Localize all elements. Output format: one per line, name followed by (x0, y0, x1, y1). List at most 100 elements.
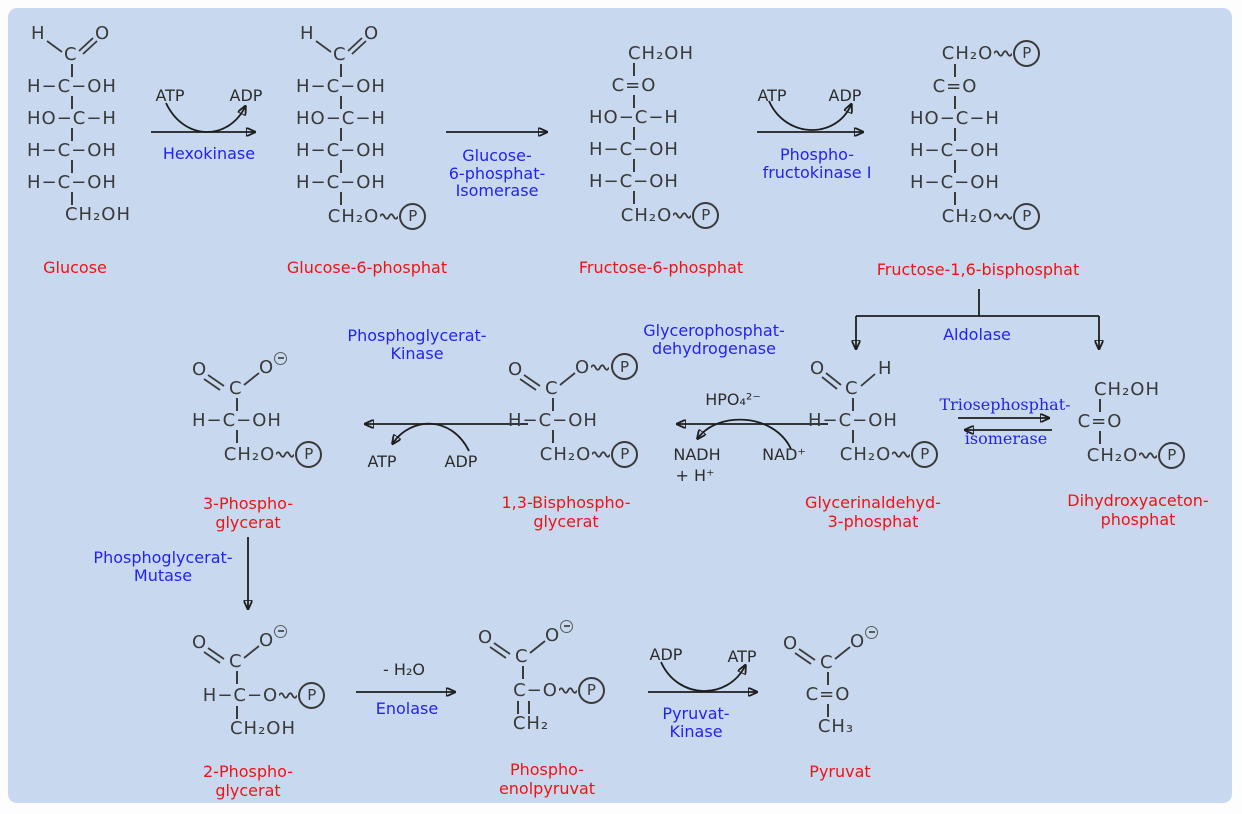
atom-h: H (878, 358, 892, 379)
enzyme-phosphoglycerat-mutase: Phosphoglycerat- Mutase (43, 549, 283, 584)
tail-group: CH₂O (941, 205, 994, 227)
atom-o: O (850, 631, 865, 652)
wavy-bond-icon (592, 450, 611, 458)
label-glucose: Glucose (43, 258, 107, 277)
phosphate-icon: P (298, 681, 326, 709)
enzyme-triosephosphat-isomerase-line1: Triosephosphat- (939, 395, 1071, 414)
atom-o: O (259, 630, 274, 651)
bond (954, 192, 956, 205)
bond (633, 191, 635, 204)
tail-group: CH₂O (327, 205, 380, 227)
wavy-bond-icon (892, 450, 911, 458)
enzyme-glucose-6-phosphat-isomerase: Glucose- 6-phosphat- Isomerase (377, 147, 617, 200)
tail-group: CH₂O (539, 443, 592, 465)
enzyme-phosphofructokinase: Phospho- fructokinase I (697, 146, 937, 181)
phosphate-icon: P (911, 440, 939, 468)
enzyme-line: Pyruvat- (662, 704, 730, 723)
phosphate-icon: P (611, 353, 638, 380)
tail-group: CH₂O (839, 443, 892, 465)
bond (633, 127, 635, 140)
bond (633, 95, 635, 108)
enzyme-line: dehydrogenase (652, 338, 776, 358)
bond (340, 64, 342, 77)
minus-charge-icon (274, 625, 287, 638)
enzyme-phosphoglycerat-kinase: Phosphoglycerat- Kinase (297, 327, 537, 362)
tail-group: CH₂O (620, 204, 673, 226)
cofactor-adp: ADP (229, 86, 263, 105)
bond (236, 671, 238, 684)
wavy-bond-icon (994, 49, 1013, 57)
phosphate-tail: CH₂O P (539, 440, 639, 468)
label-line: 1,3-Bisphospho- (501, 493, 631, 512)
label-line: Dihydroxyaceton- (1067, 491, 1209, 510)
atom-o: O (364, 23, 379, 44)
enzyme-line: Glucose- (462, 146, 532, 165)
carbon-row: H−C−OH (296, 76, 386, 97)
carboxylate-group: O C O (763, 626, 893, 672)
bond (552, 430, 554, 443)
atom-o: O (478, 627, 493, 648)
bond (827, 672, 829, 685)
wavy-bond-icon (380, 212, 399, 220)
label-line: enolpyruvat (498, 778, 596, 798)
carbon-row: H−C−OH (296, 172, 386, 193)
label-pyruvat: Pyruvat (809, 762, 871, 781)
enzyme-pyruvat-kinase: Pyruvat- Kinase (576, 705, 816, 740)
atom-h: H (300, 23, 314, 44)
bond (340, 192, 342, 205)
atom-c: C (820, 652, 833, 673)
atom-o: O (95, 23, 110, 44)
atom-c: C (229, 378, 242, 399)
enzyme-line: Mutase (133, 565, 193, 585)
wavy-bond-icon (994, 212, 1013, 220)
atom-o: O (810, 358, 825, 379)
cofactor-phosphate: HPO₄²⁻ (705, 390, 761, 409)
phosphate-icon: P (1013, 39, 1041, 67)
carbon-row: H−C−OH (589, 171, 679, 192)
atom-o: O (783, 633, 798, 654)
bond (71, 128, 73, 141)
cofactor-atp: ATP (727, 647, 757, 666)
enzyme-line: Kinase (390, 343, 444, 363)
bond (827, 704, 829, 717)
enzyme-enolase: Enolase (375, 699, 439, 718)
phosphate-mid-row: C−O P (513, 676, 605, 704)
atom-c: C (64, 44, 77, 65)
carbon-row: H−C−OH (508, 410, 598, 431)
bond (340, 160, 342, 173)
aldehyde-group: H C O (7, 24, 137, 64)
phosphate-top: CH₂O P (942, 39, 1041, 67)
cofactor-atp: ATP (367, 452, 397, 471)
carboxylate-group: O C O (172, 352, 302, 398)
molecule-glucose-6-phosphat: H C O H−C−OH HO−C−H H−C−OH H−C−OH CH₂O P (276, 23, 427, 230)
bond (71, 160, 73, 173)
molecule-glucose: H C O H−C−OH HO−C−H H−C−OH H−C−OH CH₂OH (7, 24, 137, 224)
top-group: CH₂OH (1093, 379, 1161, 400)
bond (71, 96, 73, 109)
wavy-bond-icon (558, 686, 577, 694)
molecule-fructose-6-phosphat: CH₂OH C=O HO−C−H H−C−OH H−C−OH CH₂O P (569, 43, 720, 229)
tail-group: CH₂OH (64, 204, 132, 225)
molecule-pyruvat: O C O C=O CH₃ (763, 626, 893, 736)
tail-group: CH₂O (1086, 444, 1139, 466)
enzyme-line: Kinase (669, 721, 723, 741)
bond (236, 398, 238, 411)
top-group: CH₂OH (627, 43, 695, 64)
enzyme-line: Phosphoglycerat- (93, 548, 233, 567)
cofactor-nadh: NADH (673, 445, 721, 464)
carbon-row: H−C−OH (27, 172, 117, 193)
bond (522, 666, 524, 679)
label-line: phosphat (1100, 509, 1176, 529)
atom-o: O (259, 357, 274, 378)
bond (71, 64, 73, 77)
label-line: glycerat (215, 512, 281, 532)
enzyme-line: 6-phosphat- (448, 163, 546, 183)
bond (633, 63, 635, 76)
enzyme-line: Phospho- (779, 145, 855, 164)
bond (954, 96, 956, 109)
carbon-row: C=O (1077, 411, 1123, 432)
label-fructose-1-6-bisphosphat: Fructose-1,6-bisphosphat (876, 260, 1080, 279)
phosphate-mid-row: H−C−O P (203, 681, 326, 709)
enzyme-line: Phosphoglycerat- (347, 326, 487, 345)
